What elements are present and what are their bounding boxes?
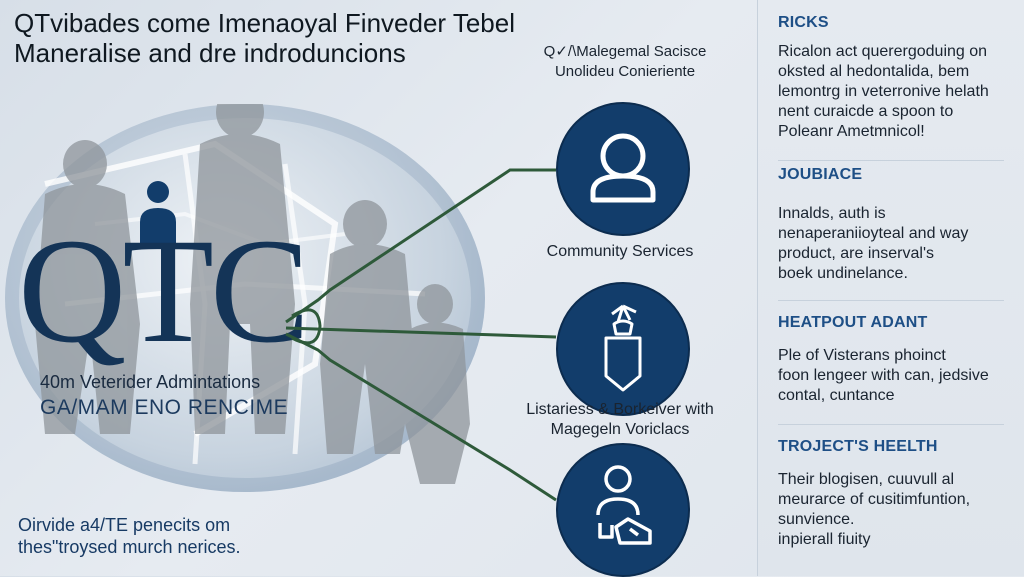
hub-label-line-1: Q✓/\Malegemal Sacisce (543, 43, 707, 60)
service-circle-community[interactable] (556, 102, 690, 236)
panel-heading-ricks: RICKS (778, 14, 829, 31)
logo-subtitle-line-2: GA/MAM ENO RENCIME (40, 396, 289, 419)
panel-line: Poleanr Ametmnicol! (778, 123, 925, 140)
panel-divider (778, 160, 1004, 161)
hub-label: Q✓/\Malegemal Sacisce Unolideu Conierien… (520, 42, 730, 82)
globe-illustration (5, 104, 485, 492)
caregiver-icon (596, 465, 652, 545)
qtc-logo: QTC (18, 208, 310, 374)
panel-line: nent curaicde a spoon to (778, 103, 954, 120)
panel-line: sunvience. (778, 511, 855, 528)
panel-line: Innalds, auth is (778, 205, 886, 222)
bottom-note: Oirvide a4/TE penecits om thes"troysed m… (18, 514, 240, 558)
panel-body-heatpout: Ple of Visterans phoinct foon lengeer wi… (778, 346, 1014, 406)
panel-section-joubiace: JOUBIACE Innalds, auth is nenaperaniioyt… (778, 166, 1014, 284)
person-marker-icon (140, 181, 176, 246)
panel-heading-joubiace: JOUBIACE (778, 166, 863, 183)
panel-line: lemontrg in veterronive helath (778, 83, 989, 100)
connector-lines (285, 168, 557, 502)
connector-junction (291, 308, 322, 345)
panel-divider (778, 424, 1004, 425)
panel-section-ricks: RICKS Ricalon act querergoduing on okste… (778, 14, 1014, 142)
logo-subtitle-line-1: 40m Veterider Admintations (40, 372, 261, 392)
panel-line: product, are inserval's (778, 245, 935, 262)
service-circle-listeners[interactable] (556, 282, 690, 416)
panel-body-ricks: Ricalon act querergoduing on oksted al h… (778, 42, 1014, 142)
logo-subtitle: 40m Veterider Admintations GA/MAM ENO RE… (40, 372, 288, 420)
service-circle-caregiver[interactable] (556, 443, 690, 577)
service-label-community: Community Services (490, 242, 750, 262)
panel-line: oksted al hedontalida, bem (778, 63, 970, 80)
lantern-icon (604, 304, 642, 392)
info-panel: RICKS Ricalon act querergoduing on okste… (757, 0, 1024, 576)
panel-section-heatpout: HEATPOUT ADANT Ple of Visterans phoinct … (778, 314, 1014, 406)
service-label-listeners: Listariess & Borkeiver with Magegeln Vor… (490, 400, 750, 440)
hub-label-line-2: Unolideu Conieriente (554, 63, 696, 80)
panel-body-joubiace: Innalds, auth is nenaperaniioyteal and w… (778, 204, 1014, 284)
connector-to-caregiver (285, 332, 557, 502)
panel-line: contal, cuntance (778, 387, 895, 404)
person-icon (590, 133, 656, 203)
bottom-note-line-1: Oirvide a4/TE penecits om (18, 515, 231, 535)
connector-to-listeners (285, 326, 557, 339)
panel-line: boek undinelance. (778, 265, 908, 282)
bottom-note-line-2: thes"troysed murch nerices. (18, 537, 241, 557)
panel-divider (778, 300, 1004, 301)
panel-line: nenaperaniioyteal and way (778, 225, 969, 242)
service-label-listeners-line-1: Listariess & Borkeiver with (526, 401, 714, 418)
panel-heading-heatpout: HEATPOUT ADANT (778, 314, 928, 331)
title-line-1: QTvibades come Imenaoyal Finveder Tebel (14, 8, 515, 38)
panel-line: meurarce of cusitimfuntion, (778, 491, 971, 508)
panel-line: Ple of Visterans phoinct (778, 347, 946, 364)
service-label-listeners-line-2: Magegeln Voriclacs (550, 421, 690, 438)
panel-line: foon lengeer with can, jedsive (778, 367, 989, 384)
panel-section-health: TROJECT'S HEELTH Their blogisen, cuuvull… (778, 438, 1014, 550)
page-title: QTvibades come Imenaoyal Finveder Tebel … (14, 8, 534, 68)
service-label-community-line-1: Community Services (546, 243, 694, 260)
globe-grid-icon (35, 104, 470, 484)
panel-heading-health: TROJECT'S HEELTH (778, 438, 938, 455)
connector-to-community (285, 168, 556, 324)
panel-line: Ricalon act querergoduing on (778, 43, 988, 60)
panel-line: inpierall fiuity (778, 531, 871, 548)
panel-body-health: Their blogisen, cuuvull al meurarce of c… (778, 470, 1014, 550)
panel-line: Their blogisen, cuuvull al (778, 471, 955, 488)
title-line-2: Maneralise and dre indroduncions (14, 38, 406, 68)
